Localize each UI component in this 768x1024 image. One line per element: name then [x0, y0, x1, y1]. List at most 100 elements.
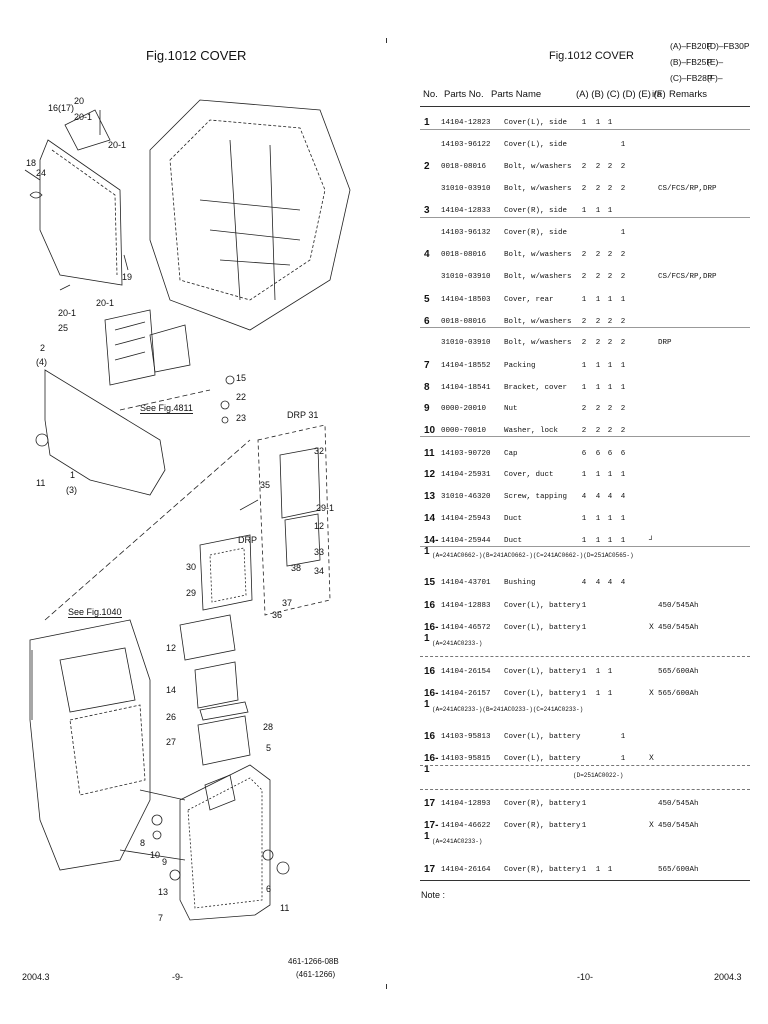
see-fig-1040-link[interactable]: See Fig.1040	[68, 607, 122, 618]
row-parts-name: Cover(L), battery	[504, 668, 581, 676]
row-parts-name: Bolt, w/washers	[504, 251, 572, 259]
row-qty-c: 1	[607, 119, 613, 127]
row-group-rule	[420, 436, 750, 437]
row-remarks: CS/FCS/RP,DRP	[658, 185, 717, 193]
row-item-no: 1	[424, 117, 430, 128]
serial-note-1: (A=241AC0662-)(B=241AC0662-)(C=241AC0662…	[432, 552, 634, 559]
row-parts-name: Cover(R), side	[504, 229, 568, 237]
row-qty-c: 1	[607, 690, 613, 698]
row-parts-no: 31010-03910	[441, 273, 491, 281]
row-parts-name: Cover, duct	[504, 471, 554, 479]
row-qty-a: 1	[581, 537, 587, 545]
row-parts-no: 14104-26157	[441, 690, 491, 698]
row-qty-a: 1	[581, 822, 587, 830]
row-item-no: 16	[424, 600, 436, 611]
row-qty-d: 1	[620, 471, 626, 479]
row-parts-name: Cover, rear	[504, 296, 554, 304]
row-qty-b: 2	[595, 405, 601, 413]
row-parts-no: 14104-18503	[441, 296, 491, 304]
row-qty-a: 2	[581, 251, 587, 259]
row-item-no: 16-1	[424, 753, 439, 775]
row-qty-c: 1	[607, 207, 613, 215]
row-qty-b: 1	[595, 668, 601, 676]
row-parts-name: Packing	[504, 362, 536, 370]
callout-19: 19	[122, 272, 133, 282]
callout-24: 24	[36, 168, 47, 178]
row-qty-b: 2	[595, 318, 601, 326]
row-qty-b: 2	[595, 339, 601, 347]
row-item-no: 10	[424, 425, 436, 436]
row-item-no: 3	[424, 205, 430, 216]
gutter-mark-top	[386, 38, 387, 43]
row-parts-name: Bolt, w/washers	[504, 318, 572, 326]
row-qty-a: 1	[581, 668, 587, 676]
row-qty-d: 1	[620, 537, 626, 545]
header-no: No.	[423, 89, 438, 100]
body-drawing	[29, 619, 151, 871]
left-page-number: -9-	[172, 972, 183, 982]
callout-29: 29	[186, 588, 197, 598]
callout-12-b: 12	[166, 643, 177, 653]
see-fig-4811-link[interactable]: See Fig.4811	[140, 403, 193, 414]
callout-29-1: 29-1	[316, 503, 335, 513]
callout-20-1-c: 20-1	[96, 298, 115, 308]
serial-note-3: (A=241AC0233-)(B=241AC0233-)(C=241AC0233…	[432, 706, 584, 713]
row-item-no: 11	[424, 448, 435, 459]
row-remarks: 450/545Ah	[658, 800, 699, 808]
row-parts-no: 31010-03910	[441, 339, 491, 347]
row-parts-no: 14104-25944	[441, 537, 491, 545]
row-parts-name: Bracket, cover	[504, 384, 568, 392]
callout-11-b: 11	[280, 903, 290, 913]
row-qty-b: 1	[595, 296, 601, 304]
row-ia: X	[649, 623, 654, 632]
callout-2: 2	[40, 343, 46, 353]
row-parts-name: Cover(L), side	[504, 141, 568, 149]
row-parts-name: Cap	[504, 450, 518, 458]
row-qty-b: 1	[595, 384, 601, 392]
row-qty-b: 2	[595, 251, 601, 259]
row-qty-c: 2	[607, 405, 613, 413]
row-item-no: 17	[424, 798, 436, 809]
row-qty-a: 1	[581, 296, 587, 304]
row-parts-no: 0000-20010	[441, 405, 487, 413]
row-item-no: 7	[424, 360, 430, 371]
callout-18: 18	[26, 158, 37, 168]
row-qty-a: 1	[581, 515, 587, 523]
row-qty-c: 6	[607, 450, 613, 458]
callout-28: 28	[263, 722, 274, 732]
row-qty-a: 1	[581, 362, 587, 370]
row-parts-no: 14103-96122	[441, 141, 491, 149]
callout-11-a: 11	[36, 478, 46, 488]
row-remarks: 565/600Ah	[658, 866, 699, 874]
row-parts-no: 14104-26154	[441, 668, 491, 676]
row-parts-name: Screw, tapping	[504, 493, 568, 501]
row-qty-b: 1	[595, 119, 601, 127]
callout-6: 6	[266, 884, 272, 894]
row-qty-d: 1	[620, 515, 626, 523]
row-item-no: 16	[424, 731, 436, 742]
row-qty-c: 1	[607, 471, 613, 479]
row-qty-c: 1	[607, 668, 613, 676]
callout-38: 38	[291, 563, 302, 573]
serial-note-5: (A=241AC0233-)	[432, 838, 483, 845]
row-parts-name: Bolt, w/washers	[504, 339, 572, 347]
row-qty-d: 4	[620, 493, 626, 501]
row-item-no: 15	[424, 577, 436, 588]
row-qty-c: 1	[607, 384, 613, 392]
callout-13: 13	[158, 887, 169, 897]
callout-20-1-d: 20-1	[58, 308, 77, 318]
row-parts-no: 0000-70010	[441, 427, 487, 435]
row-qty-a: 1	[581, 207, 587, 215]
row-qty-a: 2	[581, 318, 587, 326]
